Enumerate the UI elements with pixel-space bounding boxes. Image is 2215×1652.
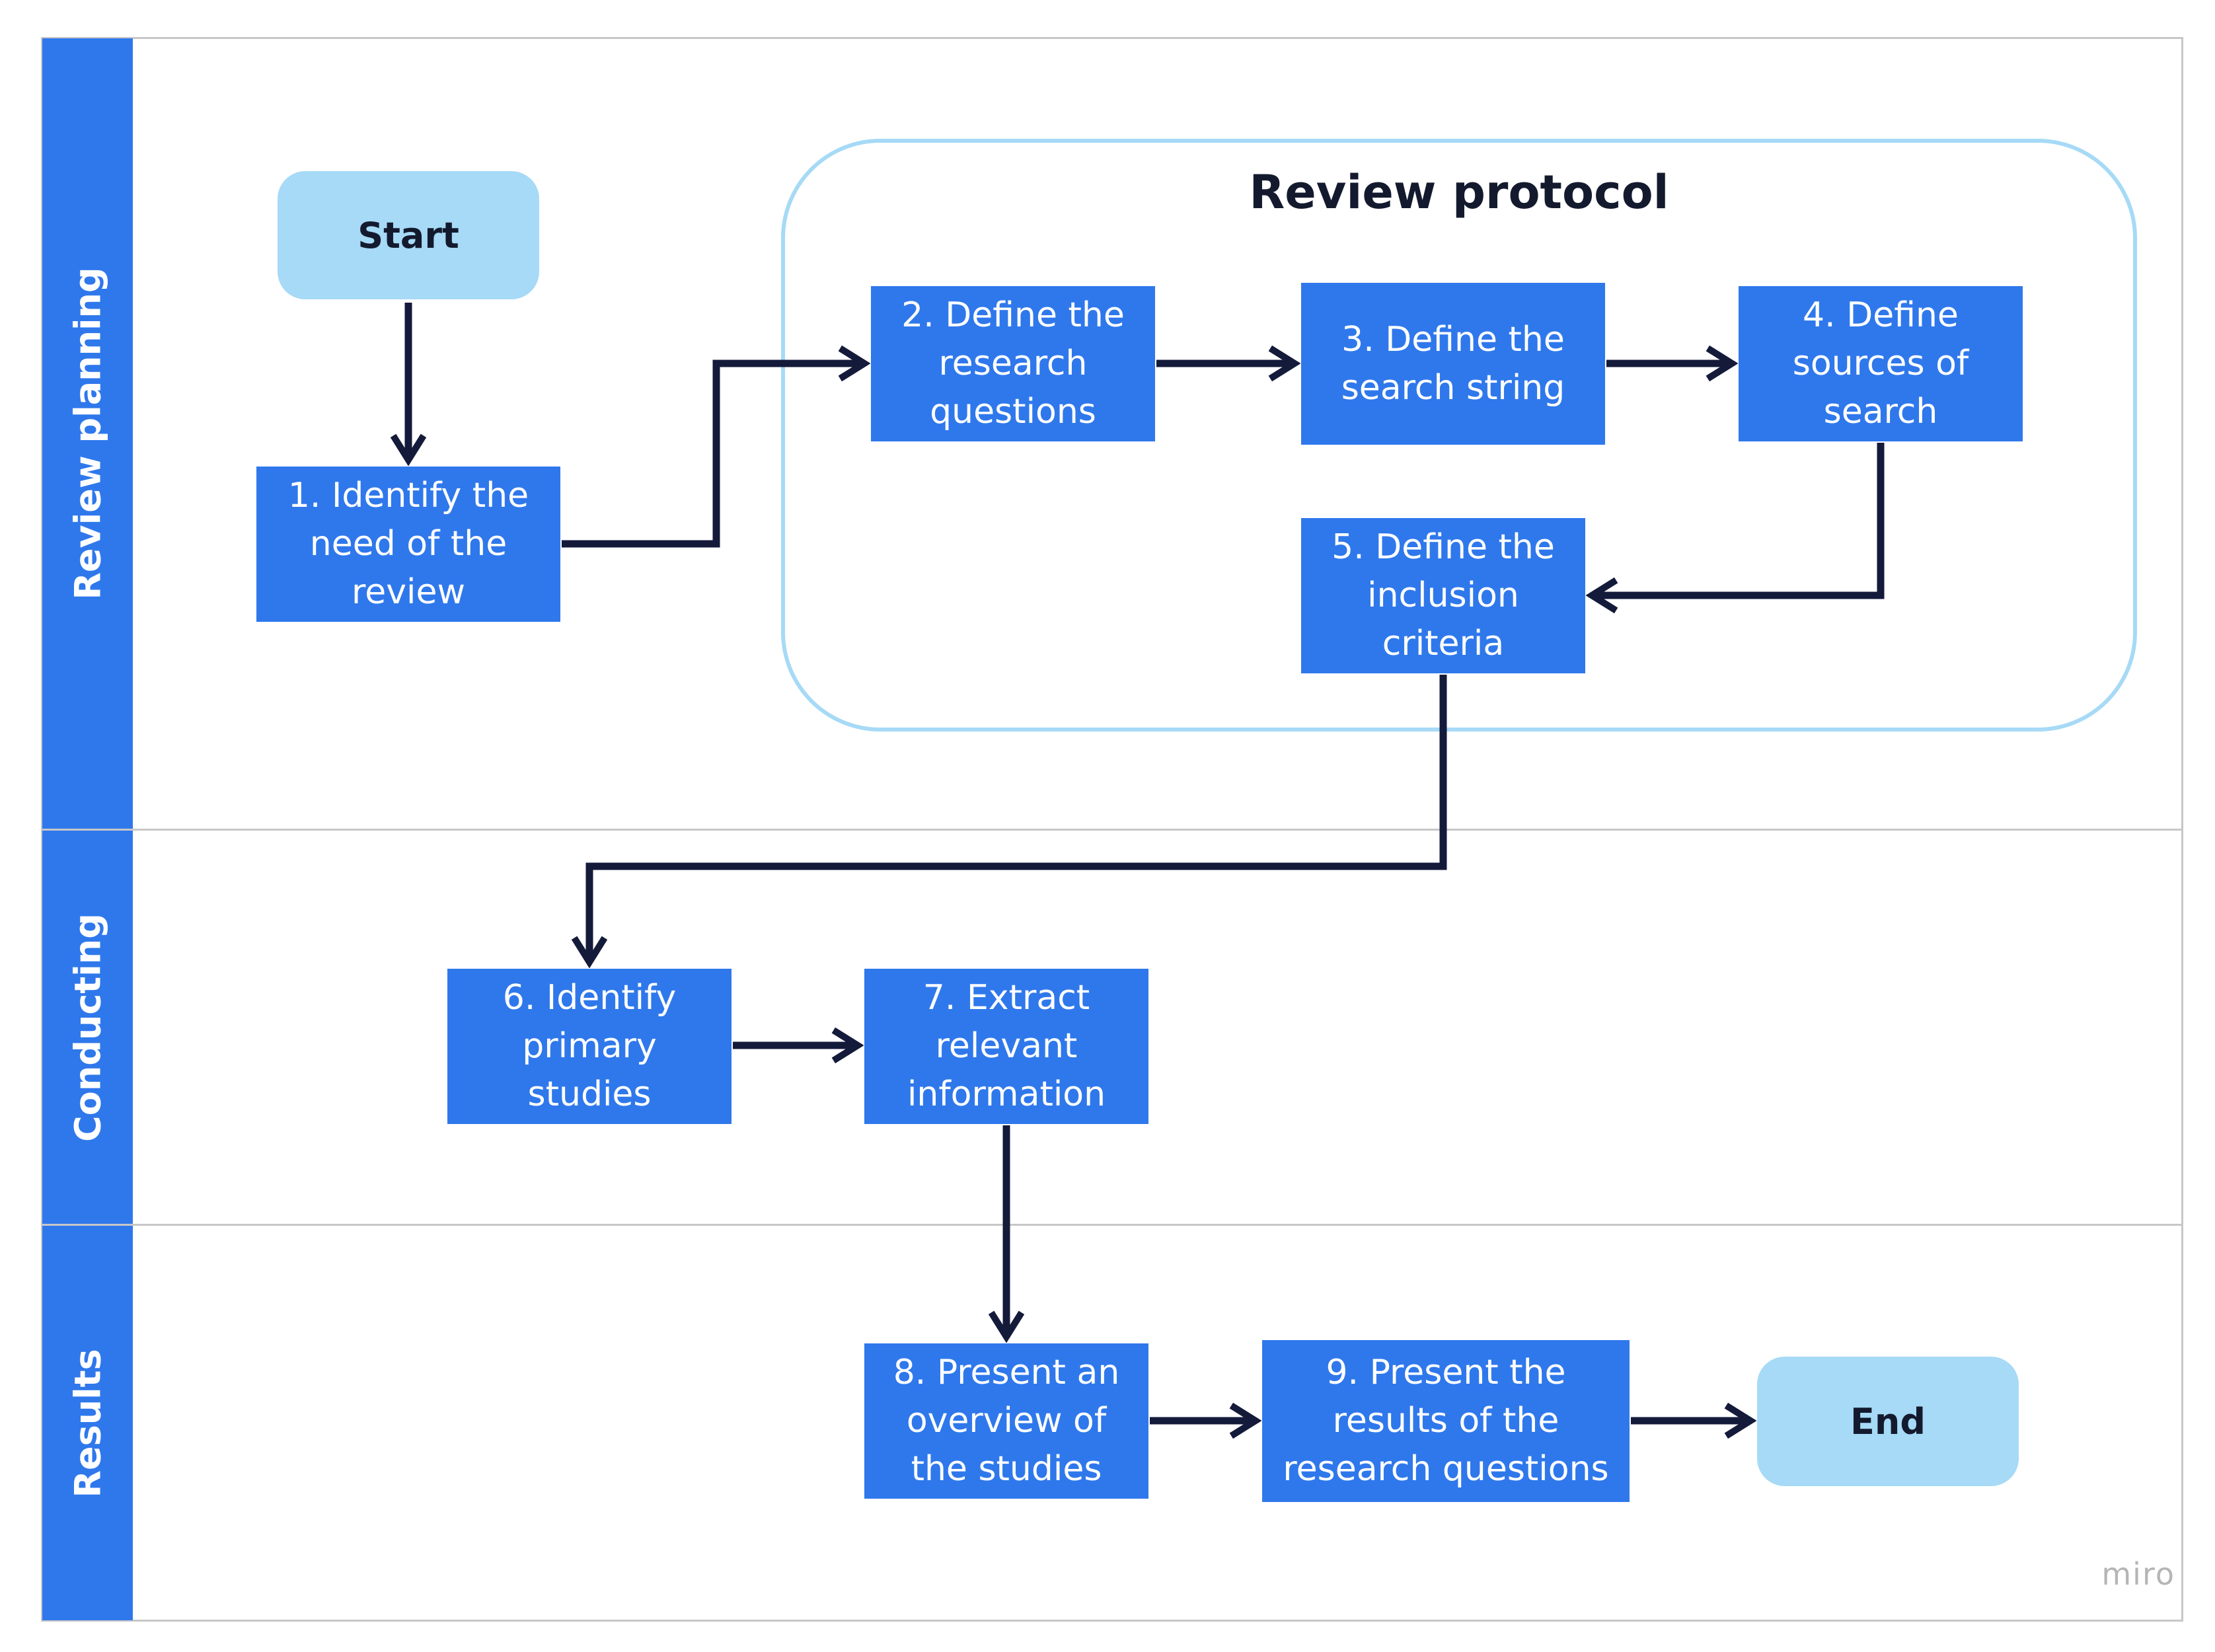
lane-header-review-planning: Review planning — [42, 38, 133, 829]
step-8-present-overview: 8. Present an overview of the studies — [864, 1343, 1148, 1499]
miro-watermark: miro — [2101, 1556, 2175, 1592]
lane-divider — [41, 1224, 2183, 1226]
step-5-define-inclusion-criteria: 5. Define the inclusion criteria — [1301, 518, 1585, 673]
arrow-1-to-2 — [562, 363, 864, 548]
end-node: End — [1757, 1357, 2019, 1486]
step-1-identify-need: 1. Identify the need of the review — [256, 467, 560, 622]
arrow-4-to-5 — [1592, 443, 1885, 595]
review-protocol-title: Review protocol — [1249, 165, 1669, 219]
step-7-extract-information: 7. Extract relevant information — [864, 969, 1148, 1124]
start-node: Start — [278, 171, 539, 299]
lane-header-results: Results — [42, 1226, 133, 1620]
step-4-define-sources: 4. Define sources of search — [1739, 286, 2023, 441]
step-9-present-results: 9. Present the results of the research q… — [1262, 1340, 1630, 1502]
step-2-define-research-questions: 2. Define the research questions — [871, 286, 1155, 441]
review-protocol-group — [781, 139, 2137, 732]
arrow-5-to-6 — [589, 675, 1447, 962]
lane-divider — [41, 829, 2183, 831]
lane-header-conducting: Conducting — [42, 831, 133, 1224]
step-3-define-search-string: 3. Define the search string — [1301, 283, 1605, 445]
step-6-identify-primary-studies: 6. Identify primary studies — [447, 969, 732, 1124]
